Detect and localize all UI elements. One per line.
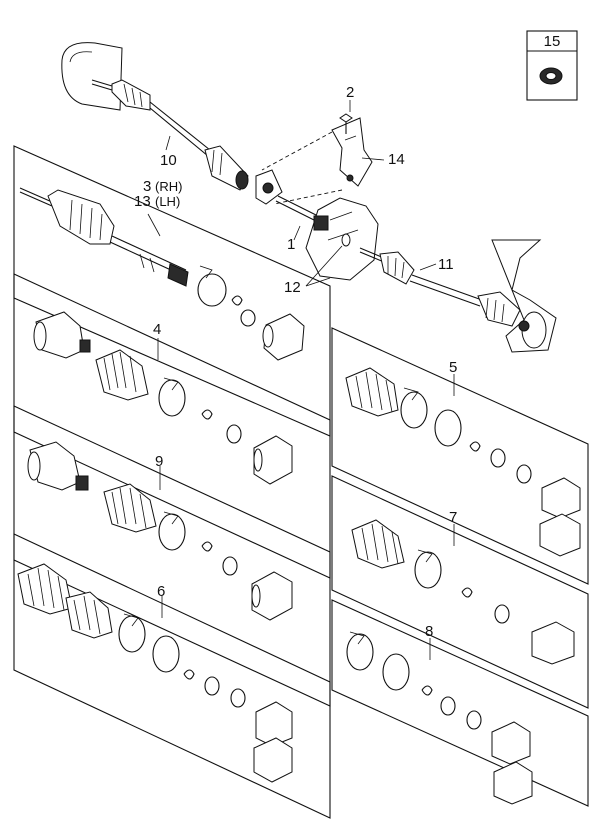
callout-14: 14 — [388, 151, 405, 168]
callout-4: 4 — [153, 321, 161, 338]
callout-13: 13 — [134, 193, 151, 210]
callout-11: 11 — [438, 256, 454, 273]
callout-10: 10 — [160, 152, 177, 169]
panel-kit-5 — [331, 327, 589, 585]
callout-7: 7 — [449, 509, 457, 526]
panel-kit-4 — [13, 273, 331, 579]
top-assembly — [61, 42, 557, 353]
callout-3-suffix: (RH) — [155, 179, 182, 194]
callouts: 10 2 14 3 (RH) 13 (LH) 1 12 11 4 9 6 5 7… — [134, 84, 457, 640]
panel-kit-7 — [331, 475, 589, 709]
callout-13-suffix: (LH) — [155, 194, 180, 209]
callout-2: 2 — [346, 84, 354, 101]
leader-lines — [147, 100, 455, 660]
callout-3: 3 — [143, 178, 151, 195]
callout-6: 6 — [157, 583, 165, 600]
callout-5: 5 — [449, 359, 457, 376]
callout-8: 8 — [425, 623, 433, 640]
callout-9: 9 — [155, 453, 163, 470]
panel-kit-6 — [13, 533, 331, 819]
callout-1: 1 — [287, 236, 295, 253]
callout-15: 15 — [544, 33, 561, 50]
callout-12: 12 — [284, 279, 301, 296]
panel-kit-8 — [331, 599, 589, 807]
part-15-box: 15 — [526, 30, 578, 101]
